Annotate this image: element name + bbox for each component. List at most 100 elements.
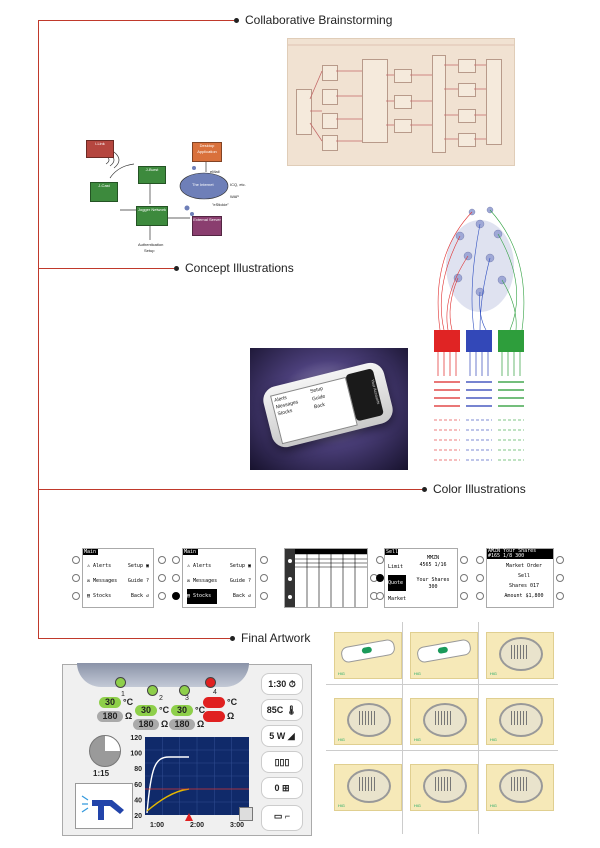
device-render: Alerts Messages Stocks Setup Guide Back … xyxy=(250,348,408,470)
chart-x-tick: 3:00 xyxy=(230,822,244,829)
chart-y-tick: 120 xyxy=(130,735,142,742)
heater-dot-2 xyxy=(147,685,158,696)
mode-button[interactable]: ▭ ⌐ xyxy=(261,805,303,831)
thumb-label: HiG xyxy=(414,671,421,676)
label-email: eMail xyxy=(210,169,220,174)
thumb-label: HiG xyxy=(490,737,497,742)
lcd-panel-main-1: Main ⚠ Alerts ✉ Messages ▤ Stocks Setup … xyxy=(82,548,154,608)
heater-dot-1 xyxy=(115,677,126,688)
lcd-panel-market-order: AMZN Your Shares #165 1/8 300 Market Ord… xyxy=(486,548,554,608)
control-panel: 1 2 3 4 30 °C 180 Ω 30 °C 180 Ω 30 °C 18… xyxy=(62,663,312,836)
panel4-indicator-r xyxy=(460,556,468,564)
chart-x-tick: 2:00 xyxy=(190,822,204,829)
panel2-indicator-active xyxy=(172,592,180,600)
thumb-2[interactable]: HiG xyxy=(410,632,478,679)
save-icon[interactable] xyxy=(239,807,253,821)
timer-label: 1:15 xyxy=(93,769,110,778)
connector-vertical xyxy=(38,20,39,638)
section-concept: Concept Illustrations xyxy=(174,261,294,275)
panel5-indicator-r xyxy=(556,592,564,600)
heater-num-1: 1 xyxy=(121,691,125,698)
thumb-5[interactable]: HiG xyxy=(410,698,478,745)
node-jcast: J-Cast xyxy=(90,182,118,202)
panel4-indicator xyxy=(376,556,384,564)
chart-line-power xyxy=(146,788,190,812)
panel4-indicator-r xyxy=(460,592,468,600)
thumb-3[interactable]: HiG xyxy=(486,632,554,679)
panel5-indicator xyxy=(476,556,484,564)
label-wap: WAP xyxy=(230,194,239,199)
connector-h-brainstorm xyxy=(38,20,234,21)
spray-gun-icon[interactable] xyxy=(75,783,133,829)
thumb-1[interactable]: HiG xyxy=(334,632,402,679)
heater-num-3: 3 xyxy=(185,695,189,702)
lcd-panel-table xyxy=(284,548,368,608)
panel1-indicator-r xyxy=(158,556,166,564)
chart-y-tick: 40 xyxy=(134,797,142,804)
thumb-4[interactable]: HiG xyxy=(334,698,402,745)
section-final: Final Artwork xyxy=(230,631,310,645)
ohm-4[interactable] xyxy=(203,711,225,722)
node-desktop: Desktop Application xyxy=(192,142,222,162)
heater-dot-4 xyxy=(205,677,216,688)
label-icq: ICQ, etc. xyxy=(230,182,246,187)
temp-1[interactable]: 30 xyxy=(99,697,121,708)
panel2-indicator-r xyxy=(260,556,268,564)
ohm-2[interactable]: 180 xyxy=(133,719,159,730)
lcd-panel-main-2: Main ⚠ Alerts ✉ Messages ▤ Stocks Setup … xyxy=(182,548,256,608)
timer-dial xyxy=(89,735,121,767)
panel2-indicator xyxy=(172,574,180,582)
thumb-label: HiG xyxy=(490,671,497,676)
temp-4[interactable] xyxy=(203,697,225,708)
panel1-indicator xyxy=(72,592,80,600)
panel2-indicator-r xyxy=(260,592,268,600)
fiber-illustration xyxy=(428,196,532,472)
panel4-indicator xyxy=(376,592,384,600)
node-jogger: Jogger Network xyxy=(136,206,168,226)
time-button[interactable]: 1:30 ⏱ xyxy=(261,673,303,695)
temp-3[interactable]: 30 xyxy=(171,705,193,716)
node-external: External Server xyxy=(192,216,222,236)
chart-y-tick: 20 xyxy=(134,813,142,820)
panel5-indicator xyxy=(476,574,484,582)
thumb-8[interactable]: HiG xyxy=(410,764,478,811)
panel1-indicator-r xyxy=(158,574,166,582)
thumb-label: HiG xyxy=(414,737,421,742)
ohm-3[interactable]: 180 xyxy=(169,719,195,730)
heater-dot-3 xyxy=(179,685,190,696)
label-auth: Authentication xyxy=(138,242,164,247)
thumb-7[interactable]: HiG xyxy=(334,764,402,811)
zones-button[interactable]: ▯▯▯ xyxy=(261,751,303,773)
panel2-indicator xyxy=(172,556,180,564)
heater-num-2: 2 xyxy=(159,695,163,702)
temp-setpoint-button[interactable]: 85C 🌡 xyxy=(261,699,303,721)
node-ilink: i-Link xyxy=(86,140,114,158)
power-button[interactable]: 5 W ◢ xyxy=(261,725,303,747)
connector-h-concept xyxy=(38,268,174,269)
node-internet-label: The Internet xyxy=(192,182,214,187)
thumb-9[interactable]: HiG xyxy=(486,764,554,811)
heater-arc xyxy=(77,663,249,687)
panel5-indicator-r xyxy=(556,556,564,564)
panel5-indicator xyxy=(476,592,484,600)
thumb-6[interactable]: HiG xyxy=(486,698,554,745)
thumb-label: HiG xyxy=(490,803,497,808)
temp-2[interactable]: 30 xyxy=(135,705,157,716)
panel2-indicator-r xyxy=(260,574,268,582)
thumb-label: HiG xyxy=(338,803,345,808)
section-color: Color Illustrations xyxy=(422,482,526,496)
panel5-indicator-r xyxy=(556,574,564,582)
panel1-indicator xyxy=(72,574,80,582)
lcd-panel-sell: Sell Limit Quote Market MMZN 4565 1/16 Y… xyxy=(384,548,458,608)
chart-y-tick: 60 xyxy=(134,782,142,789)
chart-marker xyxy=(185,813,193,821)
ohm-1[interactable]: 180 xyxy=(97,711,123,722)
thumb-grid xyxy=(326,622,558,834)
section-brainstorm: Collaborative Brainstorming xyxy=(234,13,392,27)
panel4-indicator-r xyxy=(460,574,468,582)
counter-button[interactable]: 0 ⊞ xyxy=(261,777,303,799)
label-setup: Setup xyxy=(144,248,155,253)
thumb-label: HiG xyxy=(414,803,421,808)
panel4-indicator-active xyxy=(376,574,384,582)
